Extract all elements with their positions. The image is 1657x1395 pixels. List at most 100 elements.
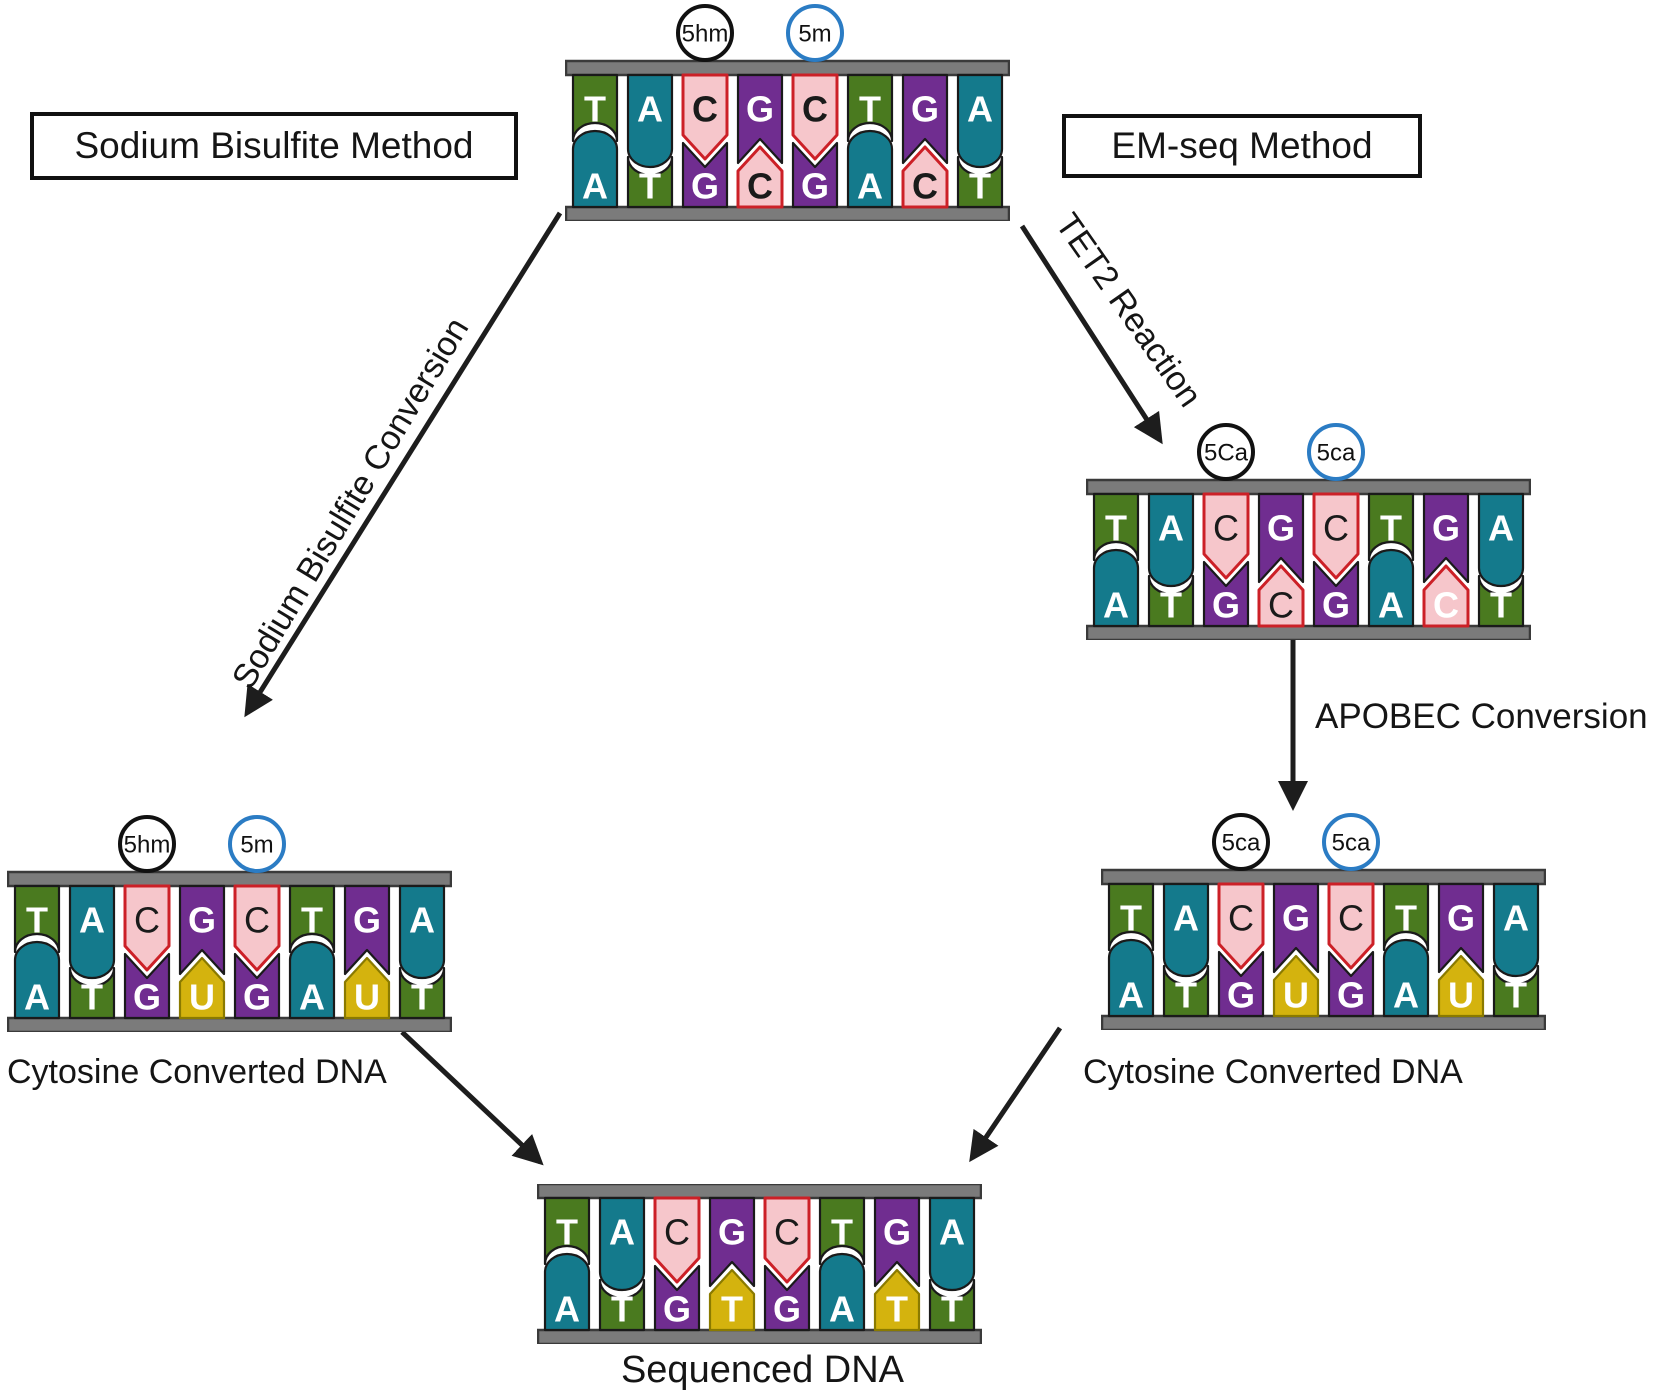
- base-letter: C: [134, 900, 160, 941]
- base-c-top: C: [791, 73, 839, 161]
- base-letter: T: [941, 1289, 963, 1330]
- base-letter: G: [1447, 898, 1475, 939]
- base-letter: G: [663, 1289, 691, 1330]
- base-letter: G: [1337, 975, 1365, 1016]
- base-t-top: T: [13, 884, 61, 954]
- cytosine-converted-dna-label-right: Cytosine Converted DNA: [1083, 1053, 1463, 1091]
- methyl-marker-5m: 5m: [228, 815, 286, 873]
- base-letter: T: [721, 1289, 743, 1330]
- base-letter: C: [1213, 508, 1239, 549]
- base-c-top: C: [1217, 882, 1265, 970]
- backbone-bottom: [1100, 1014, 1547, 1032]
- base-g-bottom: G: [653, 1264, 701, 1332]
- base-t-top: T: [543, 1196, 591, 1266]
- backbone-bottom: [564, 205, 1011, 223]
- base-a-top: A: [1147, 492, 1195, 588]
- base-a-top: A: [1492, 882, 1540, 978]
- base-letter: T: [1120, 898, 1142, 939]
- arrow-tet2-reaction: [1019, 224, 1163, 445]
- methyl-marker-5m: 5m: [786, 4, 844, 62]
- backbone-bottom: [536, 1328, 983, 1346]
- base-g-bottom: G: [681, 141, 729, 209]
- base-letter: C: [912, 166, 938, 207]
- base-letter: T: [81, 977, 103, 1018]
- base-letter: A: [1378, 585, 1404, 626]
- base-letter: A: [857, 166, 883, 207]
- base-a-bottom: A: [1092, 548, 1140, 628]
- base-g-top: G: [178, 884, 226, 976]
- base-g-top: G: [343, 884, 391, 976]
- base-t-bottom: T: [398, 966, 446, 1020]
- base-c-top: C: [653, 1196, 701, 1284]
- arrow-bisulfite-to-sequenced: [400, 1030, 544, 1166]
- base-g-bottom: G: [1217, 950, 1265, 1018]
- base-letter: T: [556, 1212, 578, 1253]
- sequenced-dna-label: Sequenced DNA: [620, 1349, 905, 1391]
- base-letter: T: [411, 977, 433, 1018]
- base-a-bottom: A: [288, 940, 336, 1020]
- methyl-marker-5hm: 5hm: [676, 4, 734, 62]
- base-letter: T: [859, 89, 881, 130]
- base-a-bottom: A: [543, 1252, 591, 1332]
- base-a-bottom: A: [13, 940, 61, 1020]
- base-letter: A: [554, 1289, 580, 1330]
- base-letter: C: [664, 1212, 690, 1253]
- backbone-top: [1085, 478, 1532, 496]
- base-c-top: C: [681, 73, 729, 161]
- base-t-bottom: T: [708, 1268, 756, 1332]
- base-a-bottom: A: [571, 129, 619, 209]
- base-c-top: C: [233, 884, 281, 972]
- base-u-bottom: U: [1437, 954, 1485, 1018]
- base-letter: T: [1395, 898, 1417, 939]
- base-letter: T: [301, 900, 323, 941]
- backbone-top: [564, 59, 1011, 77]
- backbone-top: [536, 1182, 983, 1200]
- base-letter: G: [1282, 898, 1310, 939]
- base-g-bottom: G: [233, 952, 281, 1020]
- base-letter: A: [79, 900, 105, 941]
- svg-text:5ca: 5ca: [1222, 830, 1261, 857]
- base-g-bottom: G: [123, 952, 171, 1020]
- base-t-top: T: [846, 73, 894, 143]
- base-t-top: T: [1107, 882, 1155, 952]
- base-letter: T: [831, 1212, 853, 1253]
- base-letter: G: [133, 977, 161, 1018]
- base-g-top: G: [873, 1196, 921, 1288]
- base-letter: A: [582, 166, 608, 207]
- base-a-bottom: A: [818, 1252, 866, 1332]
- methyl-marker-5hm: 5hm: [118, 815, 176, 873]
- base-u-bottom: U: [1272, 954, 1320, 1018]
- backbone-bottom: [1085, 624, 1532, 642]
- methyl-marker-5Ca: 5Ca: [1197, 423, 1255, 481]
- base-t-bottom: T: [1162, 964, 1210, 1018]
- base-c-bottom: C: [1422, 564, 1470, 628]
- base-letter: G: [1322, 585, 1350, 626]
- base-letter: G: [243, 977, 271, 1018]
- base-a-top: A: [1162, 882, 1210, 978]
- base-letter: G: [773, 1289, 801, 1330]
- base-letter: C: [1338, 898, 1364, 939]
- base-t-bottom: T: [873, 1268, 921, 1332]
- base-letter: U: [189, 977, 215, 1018]
- base-u-bottom: U: [178, 956, 226, 1020]
- base-letter: A: [967, 89, 993, 130]
- cytosine-converted-dna-label-left: Cytosine Converted DNA: [7, 1053, 387, 1091]
- base-letter: T: [886, 1289, 908, 1330]
- base-letter: G: [801, 166, 829, 207]
- base-g-bottom: G: [1202, 560, 1250, 628]
- backbone-top: [1100, 868, 1547, 886]
- base-letter: T: [584, 89, 606, 130]
- base-g-top: G: [901, 73, 949, 165]
- base-c-bottom: C: [1257, 564, 1305, 628]
- svg-text:5Ca: 5Ca: [1204, 440, 1249, 467]
- base-letter: C: [1323, 508, 1349, 549]
- base-c-top: C: [123, 884, 171, 972]
